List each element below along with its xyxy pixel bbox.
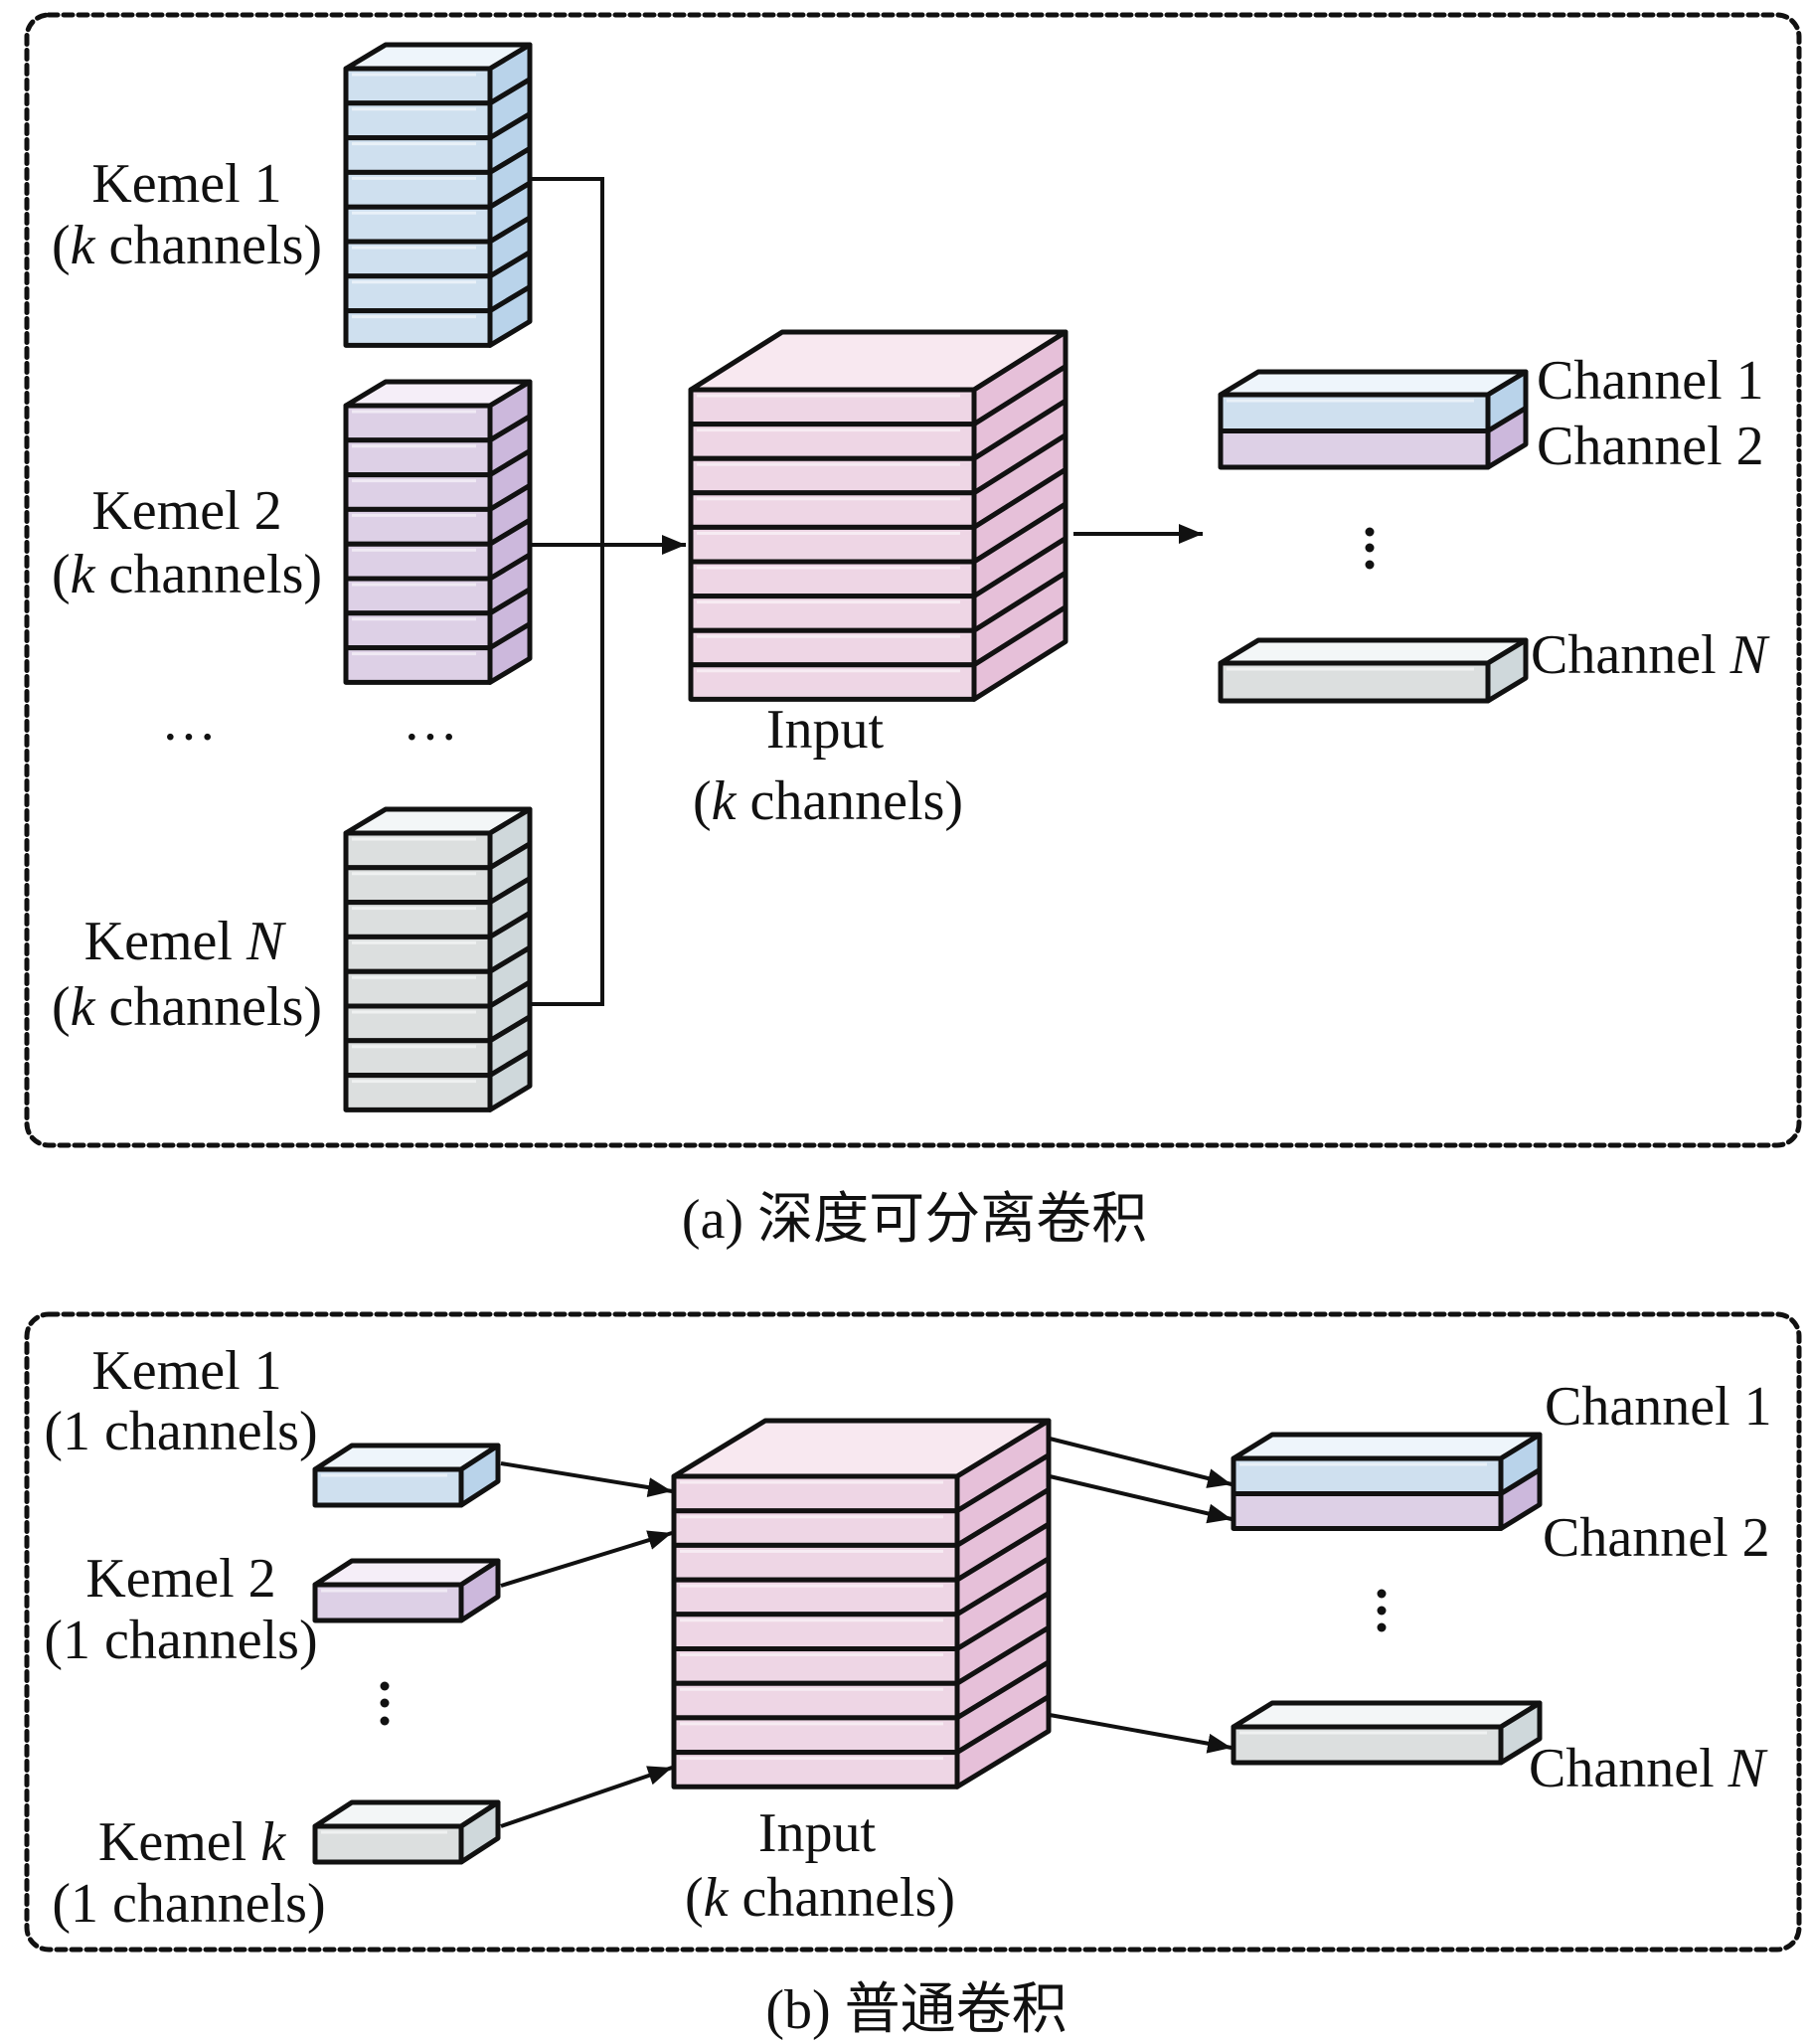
panel-b-shapes — [312, 1418, 1543, 1865]
panel-a-kernel-1-title: Kemel 1 — [91, 153, 281, 215]
panel-a: Kemel 1 (k channels) Kemel 2 (k channels… — [24, 12, 1802, 1148]
panel-b-kernel-1-title: Kemel 1 — [91, 1340, 281, 1402]
panel-b-kernel-k-title: Kemel k — [98, 1811, 286, 1873]
panel-a-input-block — [688, 329, 1068, 702]
panel-b-output-channel-1-block-top-face — [1231, 1432, 1543, 1461]
panel-a-border — [24, 12, 1802, 1148]
panel-a-kernel-1-block — [343, 42, 533, 348]
panel-b-caption: (b) 普通卷积 — [765, 1979, 1067, 2041]
panel-a-output-channel-n-block — [1218, 637, 1529, 704]
panel-b-output-channel-n-block — [1231, 1700, 1543, 1766]
panel-a-output-channel-2-block — [1218, 428, 1491, 470]
panel-a-input-title: Input — [766, 699, 885, 761]
panel-b-border — [24, 1311, 1802, 1953]
panel-a-kernel-2-channels: (k channels) — [52, 544, 322, 605]
panel-b-input-block — [671, 1418, 1052, 1789]
panel-a-vertical-ellipsis — [1365, 527, 1375, 537]
panel-a-output-channel-n-block-top-face — [1218, 637, 1529, 666]
panel-b-input-title: Input — [758, 1802, 877, 1864]
panel-b-vertical-ellipsis-kernels — [380, 1681, 390, 1691]
panel-a-kernel-n-channels: (k channels) — [52, 976, 322, 1038]
panel-a-vertical-ellipsis — [1365, 543, 1375, 553]
panel-a-output-channel-2-label: Channel 2 — [1537, 416, 1764, 477]
panel-a-caption: (a) 深度可分离卷积 — [682, 1189, 1147, 1251]
panel-b-kernel-1-block — [312, 1443, 501, 1508]
panel-a-input-channels: (k channels) — [693, 770, 963, 832]
panel-b: Kemel 1 (1 channels) Kemel 2 (1 channels… — [24, 1311, 1802, 1953]
panel-a-output-channel-1-block-top-face — [1218, 369, 1529, 398]
panel-a-kernel-n-title: Kemel N — [84, 911, 286, 972]
panel-b-arrow-kernel-k — [500, 1766, 673, 1828]
panel-a-output-channel-1-label: Channel 1 — [1537, 350, 1764, 412]
panel-b-kernel-k-channels: (1 channels) — [52, 1873, 325, 1935]
panel-a-kernel-1-channels: (k channels) — [52, 215, 322, 276]
panel-b-kernel-k-block — [312, 1799, 501, 1865]
panel-b-vertical-ellipsis-channels — [1377, 1606, 1387, 1616]
panel-b-output-channel-2-block — [1231, 1491, 1504, 1531]
panel-a-output-channel-n-label: Channel N — [1531, 624, 1770, 686]
panel-b-kernel-2-channels: (1 channels) — [44, 1610, 317, 1671]
panel-b-output-channel-2-side — [1498, 1467, 1543, 1531]
panel-b-kernel-2-block — [312, 1558, 501, 1623]
panel-a-shapes — [343, 42, 1529, 1112]
panel-a-output-channel-1-block — [1218, 369, 1529, 433]
panel-b-vertical-ellipsis-kernels — [380, 1716, 390, 1726]
panel-a-output-channel-2-side — [1485, 406, 1529, 470]
panel-b-output-channel-n-label: Channel N — [1529, 1738, 1768, 1799]
panel-a-kernel-2-block — [343, 379, 533, 685]
panel-b-output-channel-1-block — [1231, 1432, 1543, 1496]
panel-b-input-channels: (k channels) — [685, 1867, 955, 1929]
panel-b-arrow-channel-1 — [1049, 1437, 1233, 1488]
panel-b-arrow-channel-2 — [1049, 1474, 1233, 1524]
panel-b-output-channel-n-block-top-face — [1231, 1700, 1543, 1730]
panel-b-arrow-kernel-2 — [500, 1530, 673, 1588]
panel-b-vertical-ellipsis-kernels — [380, 1698, 390, 1708]
panel-b-arrow-kernel-1 — [500, 1461, 673, 1498]
panel-a-ellipsis-kernels: ··· — [403, 707, 458, 768]
panel-b-arrow-channel-n — [1049, 1713, 1233, 1754]
panel-b-output-channel-2-label: Channel 2 — [1543, 1507, 1770, 1569]
panel-a-connector-kernel-1 — [530, 177, 604, 1006]
panel-a-kernel-n-block — [343, 806, 533, 1112]
panel-b-output-channel-1-label: Channel 1 — [1545, 1376, 1772, 1438]
panel-b-kernel-1-channels: (1 channels) — [44, 1401, 317, 1462]
panel-a-ellipsis-labels: ··· — [161, 707, 217, 768]
panel-a-kernel-2-title: Kemel 2 — [91, 480, 281, 542]
panel-a-vertical-ellipsis — [1365, 560, 1375, 570]
panel-b-kernel-2-title: Kemel 2 — [85, 1548, 275, 1610]
panel-b-vertical-ellipsis-channels — [1377, 1622, 1387, 1632]
panel-b-vertical-ellipsis-channels — [1377, 1589, 1387, 1599]
